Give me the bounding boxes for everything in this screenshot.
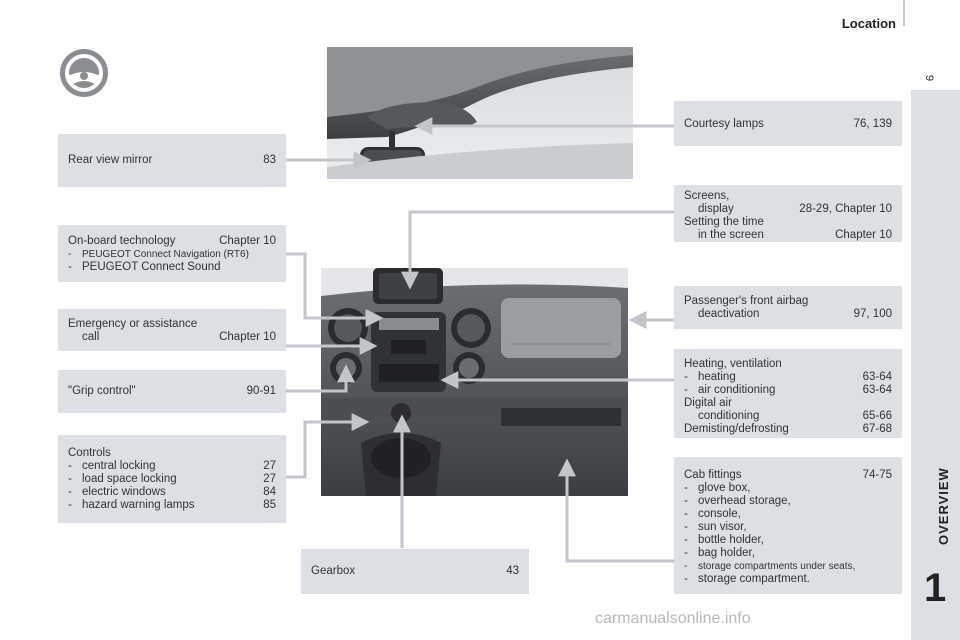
setting-time-label: Setting the time: [684, 216, 764, 228]
onboard-technology-label: On-board technology: [68, 235, 176, 247]
chapter-number: 1: [924, 566, 947, 610]
digital-air-label-2: conditioning: [698, 410, 760, 422]
grip-control-page: 90-91: [246, 385, 276, 397]
demisting-page: 67-68: [862, 423, 892, 435]
gearbox-label: Gearbox: [311, 565, 356, 577]
heating-item-page: 63-64: [862, 371, 892, 383]
cab-fittings-label: Cab fittings: [684, 469, 742, 481]
roof-mirror-photo: [327, 47, 633, 179]
rear-view-mirror-label: Rear view mirror: [68, 154, 153, 166]
heating-item-page: 63-64: [862, 384, 892, 396]
screens-display-label: display: [698, 203, 734, 215]
airbag-page: 97, 100: [853, 308, 892, 320]
controls-item: hazard warning lamps: [82, 499, 195, 511]
cab-item: overhead storage,: [698, 495, 791, 507]
dashboard-photo: [321, 268, 628, 496]
controls-item: central locking: [82, 460, 156, 472]
heating-label: Heating, ventilation: [684, 358, 782, 370]
steering-wheel-icon: [60, 49, 108, 97]
heating-item: heating: [698, 371, 736, 383]
screens-display-page: 28-29, Chapter 10: [799, 203, 892, 215]
heating-item: air conditioning: [698, 384, 776, 396]
courtesy-lamps-label: Courtesy lamps: [684, 118, 764, 130]
controls-item: load space locking: [82, 473, 177, 485]
cab-item: console,: [698, 508, 741, 520]
cab-item: bottle holder,: [698, 534, 764, 546]
rear-view-mirror-box: Rear view mirror 83: [58, 134, 286, 187]
gearbox-page: 43: [506, 565, 519, 577]
onboard-item: PEUGEOT Connect Navigation (RT6): [82, 249, 249, 260]
courtesy-lamps-box: Courtesy lamps 76, 139: [674, 101, 902, 146]
onboard-technology-page: Chapter 10: [219, 235, 276, 247]
watermark: carmanualsonline.info: [595, 610, 751, 627]
airbag-label: Passenger's front airbag: [684, 295, 809, 307]
airbag-box: Passenger's front airbag deactivation 97…: [674, 286, 902, 329]
controls-item-page: 84: [263, 486, 276, 498]
onboard-technology-box: On-board technology Chapter 10 -PEUGEOT …: [58, 225, 286, 282]
emergency-label: Emergency or assistance: [68, 318, 198, 330]
page-title: Location: [841, 16, 896, 31]
controls-label: Controls: [68, 447, 111, 459]
airbag-label-2: deactivation: [698, 308, 760, 320]
grip-control-box: "Grip control" 90-91: [58, 370, 286, 413]
emergency-label-2: call: [82, 331, 100, 343]
controls-item: electric windows: [82, 486, 166, 498]
cab-item: storage compartment.: [698, 573, 810, 585]
setting-time-page: Chapter 10: [835, 229, 892, 241]
cab-item: glove box,: [698, 482, 751, 494]
screens-box: Screens, display 28-29, Chapter 10 Setti…: [674, 185, 902, 242]
grip-control-label: "Grip control": [68, 385, 136, 397]
onboard-item: PEUGEOT Connect Sound: [82, 261, 221, 273]
courtesy-lamps-page: 76, 139: [853, 118, 892, 130]
digital-air-label: Digital air: [684, 397, 732, 409]
overview-sidebar: [911, 90, 960, 640]
cab-item: sun visor,: [698, 521, 747, 533]
emergency-call-box: Emergency or assistance call Chapter 10: [58, 309, 286, 351]
cab-item: bag holder,: [698, 547, 755, 559]
setting-time-label-2: in the screen: [698, 229, 764, 241]
controls-item-page: 85: [263, 499, 276, 511]
cab-fittings-page: 74-75: [862, 469, 892, 481]
digital-air-page: 65-66: [862, 410, 892, 422]
demisting-label: Demisting/defrosting: [684, 423, 789, 435]
rear-view-mirror-page: 83: [263, 154, 276, 166]
controls-item-page: 27: [263, 460, 276, 472]
cab-fittings-box: Cab fittings 74-75 -glove box, -overhead…: [674, 457, 902, 594]
screens-label: Screens,: [684, 190, 730, 202]
controls-item-page: 27: [263, 473, 276, 485]
cab-item: storage compartments under seats,: [698, 561, 856, 572]
header-divider: [903, 0, 905, 26]
emergency-page: Chapter 10: [219, 331, 276, 343]
gearbox-box: Gearbox 43: [301, 549, 529, 594]
